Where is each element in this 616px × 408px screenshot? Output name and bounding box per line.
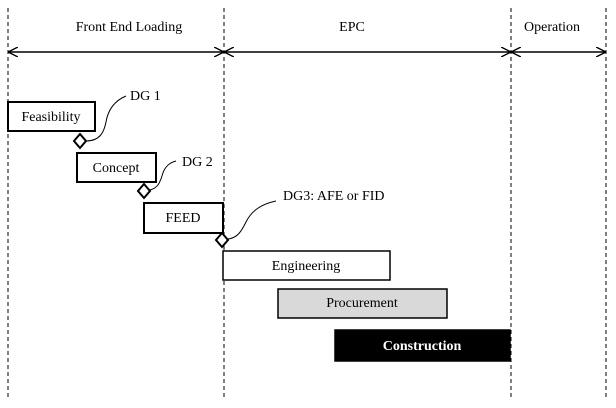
stage-concept: Concept: [76, 152, 157, 183]
stage-label-feed: FEED: [166, 211, 201, 226]
callout-curve-dg3: [227, 200, 277, 240]
stage-label-construction: Construction: [383, 339, 462, 354]
gate-label-dg2: DG 2: [182, 155, 213, 170]
callout-curve-dg2: [149, 160, 177, 191]
stage-construction: Construction: [334, 329, 511, 362]
stage-feed: FEED: [143, 202, 224, 234]
stage-box-procurement: [277, 288, 448, 319]
stage-box-feed: [143, 202, 224, 234]
gate-label-dg1: DG 1: [130, 89, 161, 104]
callout-curve-dg1: [85, 95, 127, 142]
stage-label-engineering: Engineering: [272, 259, 340, 274]
phase-boundaries: [7, 8, 607, 400]
stage-procurement: Procurement: [277, 288, 448, 319]
decision-gate-diamonds: [72, 132, 230, 249]
phase-label-fel: Front End Loading: [76, 20, 183, 35]
stage-box-engineering: [222, 250, 391, 281]
stage-label-concept: Concept: [93, 161, 140, 176]
stage-box-feasibility: [7, 101, 96, 132]
gate-diamond-dg3: [214, 231, 230, 249]
phase-label-op: Operation: [524, 20, 580, 35]
gate-diamond-dg2: [136, 182, 152, 200]
stage-box-construction: [334, 329, 511, 362]
stage-engineering: Engineering: [222, 250, 391, 281]
gate-callouts: [85, 95, 277, 240]
stage-label-feasibility: Feasibility: [21, 110, 80, 125]
gate-label-dg3: DG3: AFE or FID: [283, 189, 385, 204]
stage-label-procurement: Procurement: [326, 296, 398, 311]
stage-box-concept: [76, 152, 157, 183]
phase-label-epc: EPC: [339, 20, 365, 35]
gate-diamond-dg1: [72, 132, 88, 150]
stage-feasibility: Feasibility: [7, 101, 96, 132]
